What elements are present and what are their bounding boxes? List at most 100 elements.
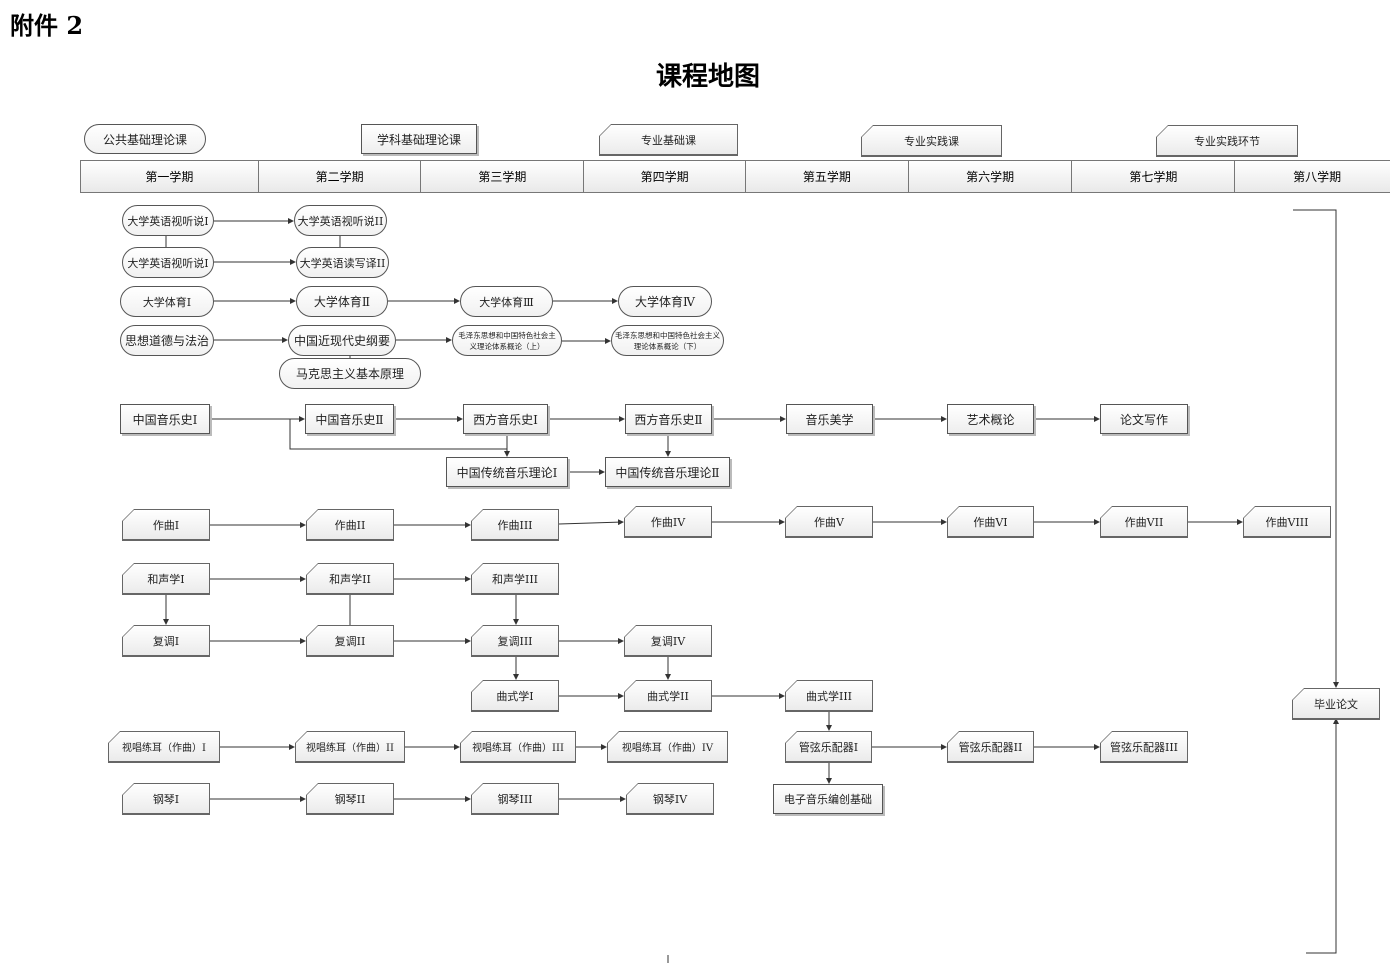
course-label: 复调II: [334, 634, 366, 648]
course-node: 作曲II: [306, 509, 394, 541]
course-node: 和声学III: [471, 563, 559, 595]
course-label: 作曲V: [814, 515, 844, 529]
course-node: 复调III: [471, 625, 559, 657]
course-label: 视唱练耳（作曲）II: [306, 743, 394, 754]
course-node: 和声学I: [122, 563, 210, 595]
course-label: 作曲II: [334, 518, 366, 532]
course-node: 曲式学I: [471, 680, 559, 712]
semester-3: 第三学期: [421, 161, 585, 192]
course-node: 西方音乐史Ⅱ: [625, 404, 712, 434]
course-node: 中国近现代史纲要: [288, 325, 396, 356]
course-node: 音乐美学: [786, 404, 873, 434]
course-node: 复调II: [306, 625, 394, 657]
semester-header: 第一学期 第二学期 第三学期 第四学期 第五学期 第六学期 第七学期 第八学期: [80, 160, 1390, 193]
course-node: 作曲VIII: [1243, 506, 1331, 538]
course-node: 作曲III: [471, 509, 559, 541]
course-label: 作曲IV: [650, 515, 686, 529]
course-label: 复调IV: [650, 634, 686, 648]
course-node: 大学体育Ⅲ: [460, 286, 553, 317]
course-node: 作曲VI: [947, 506, 1034, 538]
course-label: 管弦乐配器II: [958, 740, 1023, 754]
course-label: 复调III: [497, 634, 533, 648]
course-node: 钢琴I: [122, 783, 210, 815]
course-node: 大学英语读写译II: [296, 247, 389, 278]
semester-7: 第七学期: [1072, 161, 1236, 192]
course-node: 视唱练耳（作曲）II: [295, 731, 405, 763]
course-node: 作曲IV: [624, 506, 712, 538]
semester-2: 第二学期: [259, 161, 422, 192]
course-label: 和声学II: [329, 572, 371, 586]
course-node: 作曲VII: [1100, 506, 1188, 538]
course-node: 论文写作: [1100, 404, 1188, 434]
course-node: 电子音乐编创基础: [773, 784, 883, 814]
course-node: 西方音乐史Ⅰ: [463, 404, 548, 434]
course-node: 中国传统音乐理论Ⅰ: [446, 457, 568, 487]
course-node: 思想道德与法治: [120, 325, 214, 356]
course-label: 钢琴I: [152, 792, 180, 806]
course-node: 视唱练耳（作曲）I: [108, 731, 220, 763]
course-node: 作曲V: [785, 506, 873, 538]
attachment-label: 附件 2: [10, 11, 84, 40]
course-node: 大学体育I: [120, 286, 214, 317]
course-label: 复调I: [152, 634, 180, 648]
course-node: 管弦乐配器I: [785, 731, 872, 763]
semester-6: 第六学期: [909, 161, 1073, 192]
semester-1: 第一学期: [81, 161, 259, 192]
course-node: 大学体育Ⅳ: [618, 286, 712, 317]
course-node: 曲式学II: [624, 680, 712, 712]
course-label: 曲式学I: [496, 689, 534, 703]
course-node: 复调I: [122, 625, 210, 657]
course-node: 管弦乐配器II: [947, 731, 1034, 763]
course-label: 作曲I: [152, 518, 180, 532]
semester-4: 第四学期: [584, 161, 746, 192]
course-label: 管弦乐配器I: [798, 740, 859, 754]
page-title: 课程地图: [655, 62, 760, 92]
course-node: 视唱练耳（作曲）III: [460, 731, 576, 763]
legend-subject-foundation: 学科基础理论课: [361, 124, 477, 154]
semester-5: 第五学期: [746, 161, 909, 192]
course-label: 曲式学III: [805, 689, 853, 703]
course-node: 马克思主义基本原理: [279, 358, 421, 389]
thesis-node: 毕业论文: [1292, 688, 1380, 720]
legend-label: 专业基础课: [641, 133, 696, 147]
course-label: 钢琴IV: [652, 792, 688, 806]
legend-practice-link: 专业实践环节: [1156, 125, 1298, 157]
course-label: 视唱练耳（作曲）IV: [621, 743, 714, 754]
course-node: 中国传统音乐理论Ⅱ: [605, 457, 730, 487]
course-label: 和声学III: [491, 572, 539, 586]
course-node: 和声学II: [306, 563, 394, 595]
course-label: 视唱练耳（作曲）III: [472, 743, 564, 754]
course-node: 复调IV: [624, 625, 712, 657]
course-node: 中国音乐史Ⅱ: [305, 404, 394, 434]
course-node: 毛泽东思想和中国特色社会主义理论体系概论（下）: [611, 325, 724, 356]
course-label: 作曲VI: [973, 515, 1008, 529]
course-label: 曲式学II: [647, 689, 689, 703]
course-node: 钢琴II: [306, 783, 394, 815]
course-label: 作曲VII: [1124, 515, 1164, 529]
course-node: 艺术概论: [947, 404, 1034, 434]
legend-label: 专业实践课: [904, 134, 959, 148]
course-label: 毕业论文: [1314, 697, 1358, 711]
course-label: 视唱练耳（作曲）I: [122, 743, 206, 754]
course-node: 视唱练耳（作曲）IV: [607, 731, 728, 763]
course-node: 大学体育Ⅱ: [296, 286, 388, 317]
course-node: 作曲I: [122, 509, 210, 541]
legend-major-basic: 专业基础课: [599, 124, 738, 156]
legend-public-foundation: 公共基础理论课: [84, 124, 206, 154]
course-label: 管弦乐配器III: [1109, 740, 1179, 754]
course-label: 作曲III: [497, 518, 533, 532]
course-node: 毛泽东思想和中国特色社会主义理论体系概论（上）: [452, 325, 562, 356]
semester-8: 第八学期: [1293, 170, 1342, 184]
legend-label: 专业实践环节: [1194, 134, 1260, 148]
course-node: 大学英语视听说I: [122, 247, 214, 278]
course-label: 作曲VIII: [1265, 515, 1309, 529]
course-label: 和声学I: [147, 572, 185, 586]
course-label: 钢琴II: [334, 792, 366, 806]
course-node: 钢琴IV: [626, 783, 714, 815]
course-node: 曲式学III: [785, 680, 873, 712]
course-node: 钢琴III: [471, 783, 559, 815]
course-node: 管弦乐配器III: [1100, 731, 1188, 763]
legend-major-practice: 专业实践课: [861, 125, 1002, 157]
